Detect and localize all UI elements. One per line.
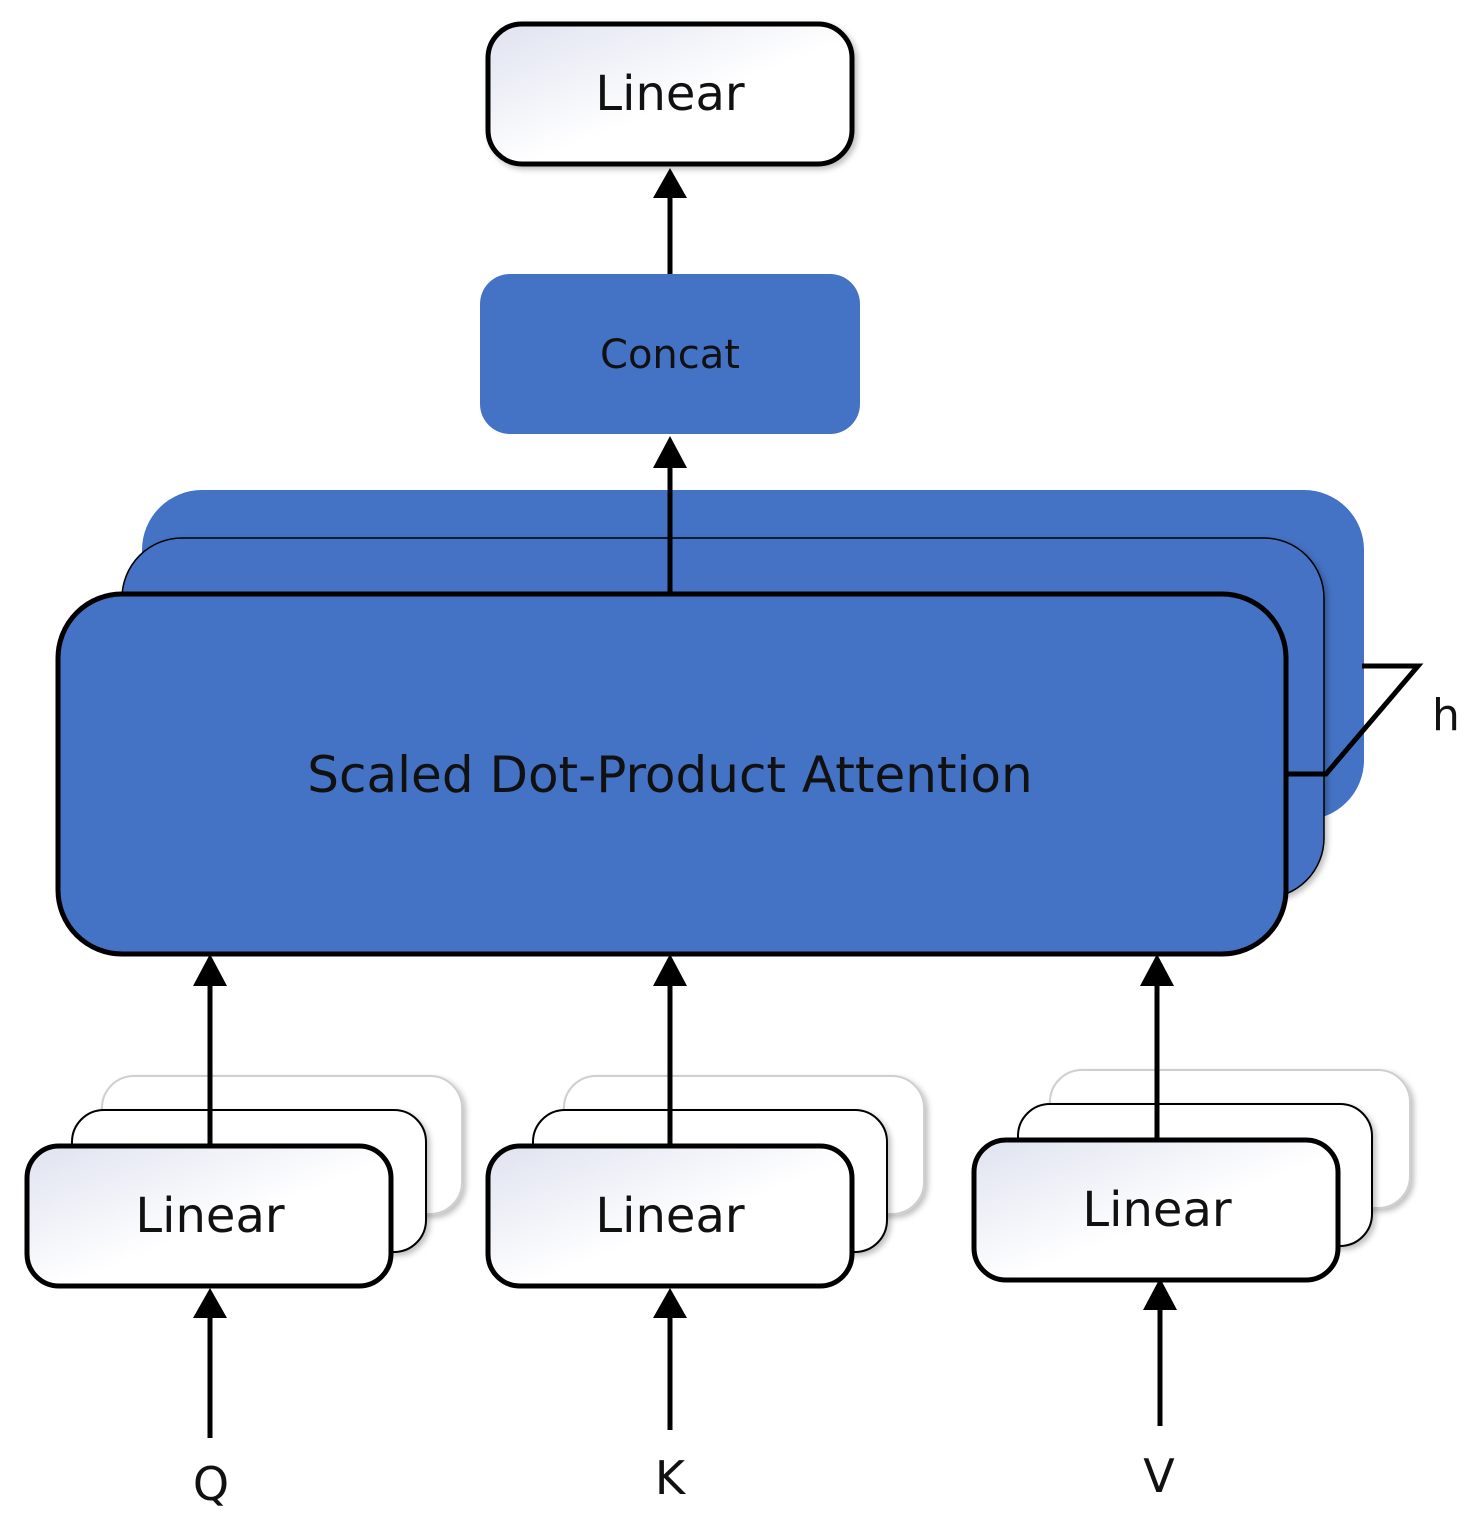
arrow-concat-to-linear	[653, 168, 687, 274]
v-input-label: V	[1143, 1449, 1175, 1503]
arrow-v-input	[1143, 1278, 1177, 1426]
output-linear-block: Linear	[485, 21, 855, 167]
concat-block: Concat	[480, 274, 860, 434]
arrow-attention-to-concat	[653, 436, 687, 594]
heads-label: h	[1432, 690, 1460, 741]
k-linear-block: Linear	[485, 1143, 855, 1289]
k-linear-label: Linear	[595, 1188, 744, 1244]
k-input-label: K	[655, 1451, 687, 1505]
arrow-k-linear-to-attention	[653, 954, 687, 1146]
arrow-q-linear-to-attention	[193, 954, 227, 1146]
q-linear-label: Linear	[135, 1188, 284, 1244]
q-linear-block: Linear	[24, 1143, 394, 1289]
heads-bracket: h	[1286, 663, 1460, 777]
arrow-q-input	[193, 1288, 227, 1438]
attention-block: Scaled Dot-Product Attention	[55, 591, 1289, 957]
arrow-k-input	[653, 1288, 687, 1430]
attention-label: Scaled Dot-Product Attention	[307, 746, 1032, 804]
output-linear-label: Linear	[595, 66, 744, 122]
q-input-label: Q	[193, 1457, 229, 1511]
v-linear-label: Linear	[1082, 1182, 1231, 1238]
concat-label: Concat	[600, 332, 740, 378]
v-linear-block: Linear	[971, 1137, 1341, 1283]
arrow-v-linear-to-attention	[1140, 954, 1174, 1140]
